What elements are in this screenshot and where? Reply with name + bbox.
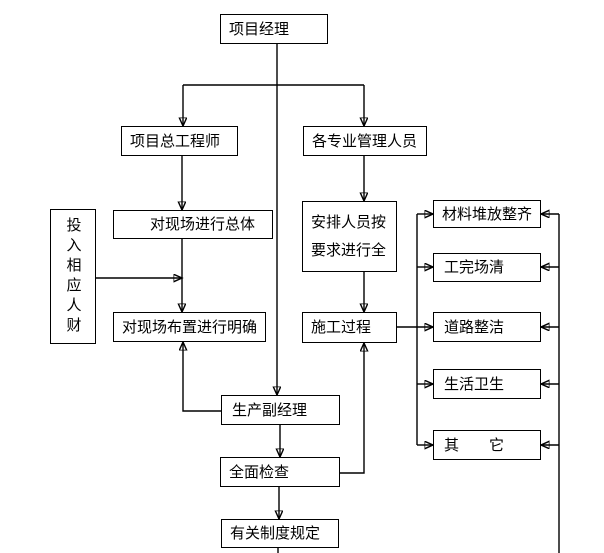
node-living-sanitation: 生活卫生 — [433, 369, 541, 399]
node-site-layout-clarify: 对现场布置进行明确 — [113, 312, 266, 342]
node-overall-inspection: 全面检查 — [220, 457, 340, 487]
node-production-deputy-manager: 生产副经理 — [221, 395, 340, 425]
node-roads-clean: 道路整洁 — [433, 312, 541, 342]
node-construction-process: 施工过程 — [302, 312, 397, 343]
node-chief-project-engineer: 项目总工程师 — [121, 126, 238, 156]
node-work-done-site-clear: 工完场清 — [433, 253, 541, 282]
edge-inspection-to-process — [340, 343, 364, 474]
edge-deputy-to-layout — [183, 342, 221, 412]
node-arrange-personnel-line2: 要求进行全 — [311, 241, 387, 259]
node-invest-resources: 投入相应人财 — [50, 209, 96, 344]
node-arrange-personnel: 安排人员按 要求进行全 — [302, 201, 397, 272]
node-relevant-regulations: 有关制度规定 — [221, 519, 339, 548]
node-project-manager: 项目经理 — [220, 14, 328, 44]
node-specialist-managers: 各专业管理人员 — [303, 126, 427, 156]
node-invest-resources-label: 投入相应人财 — [64, 216, 83, 337]
node-site-overall: 对现场进行总体 — [113, 210, 273, 239]
node-materials-stacked-neatly: 材料堆放整齐 — [433, 200, 541, 228]
node-arrange-personnel-line1: 安排人员按 — [311, 213, 387, 231]
node-others: 其 它 — [433, 430, 541, 460]
